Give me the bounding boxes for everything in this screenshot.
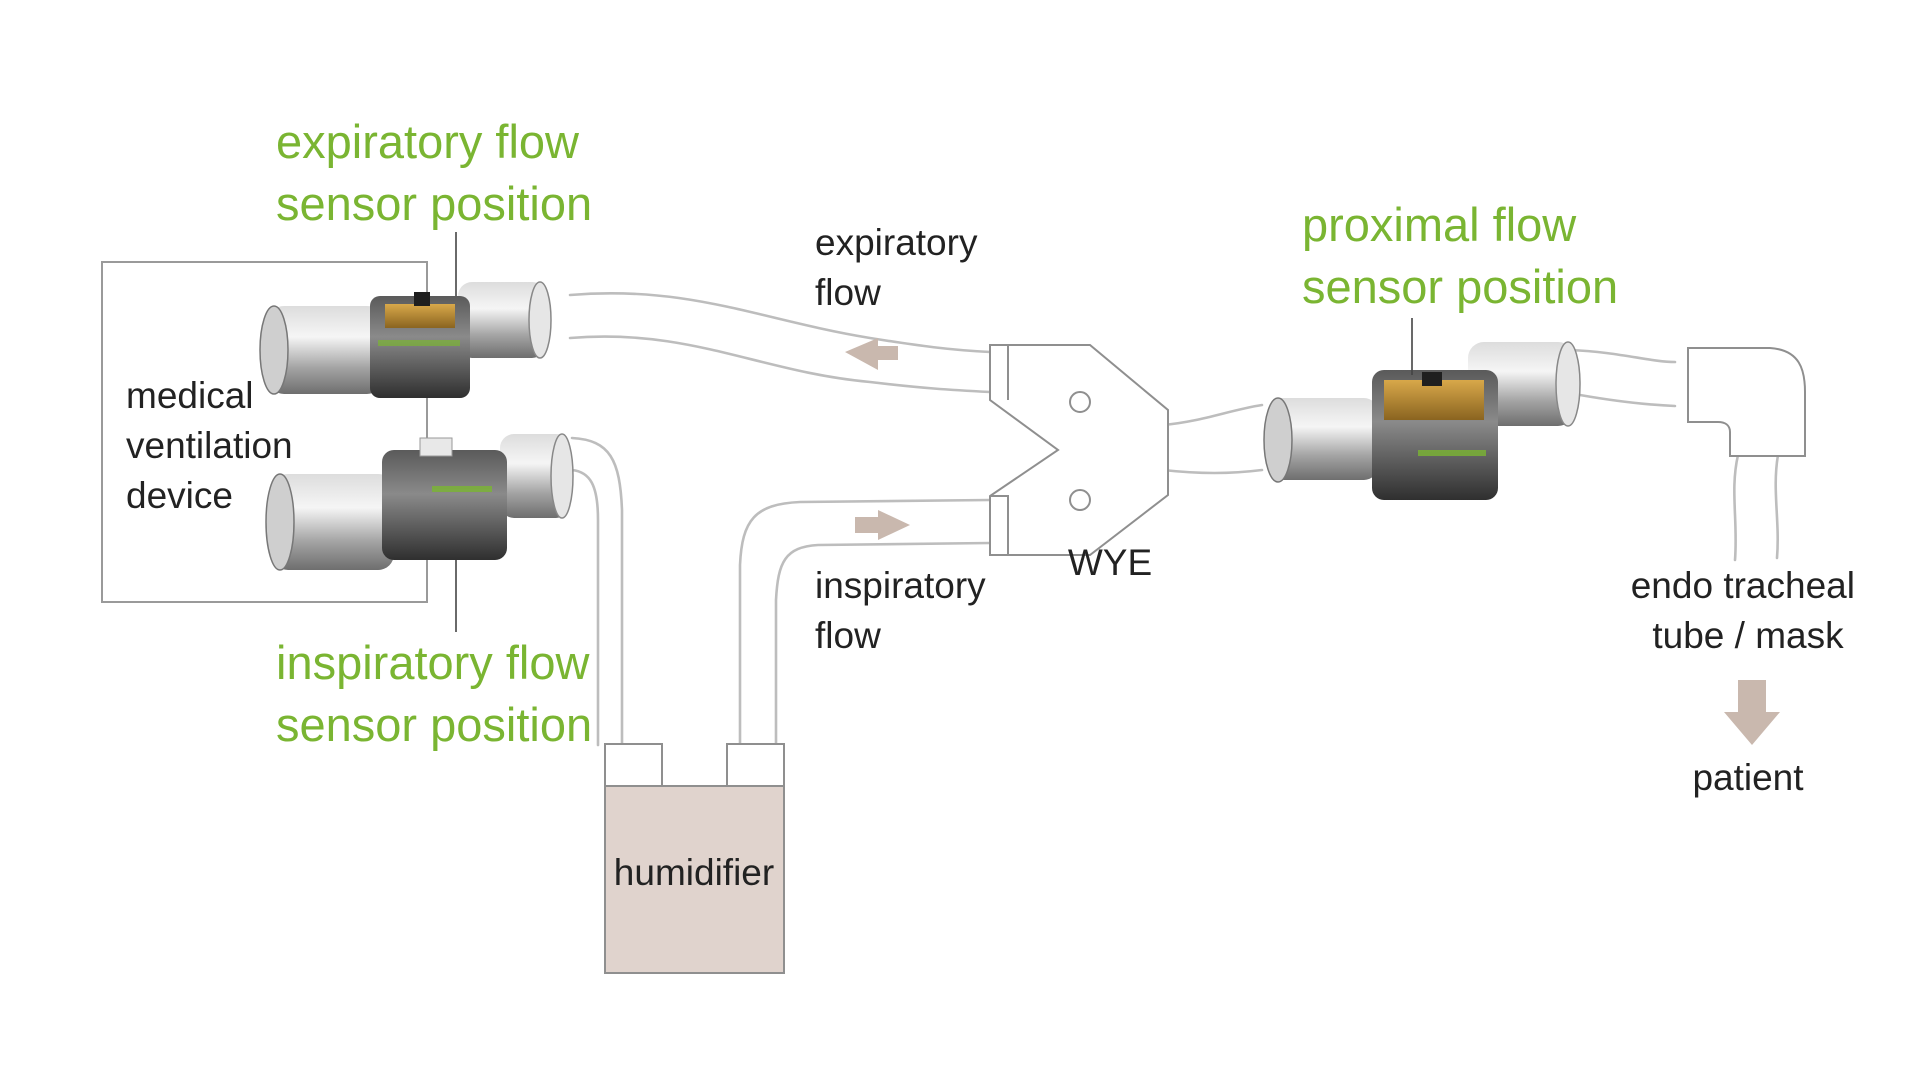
expiratory-tube <box>568 291 992 394</box>
wye-connector <box>989 344 1169 556</box>
inspiratory-flow-sensor <box>265 433 574 571</box>
humidifier-return-tube <box>570 436 624 747</box>
expiratory-flow-label: expiratory flow <box>815 222 988 313</box>
humidifier-label: humidifier <box>614 852 774 893</box>
endo-tube-label: endo tracheal tube / mask <box>1631 565 1866 656</box>
wye-label: WYE <box>1068 542 1152 583</box>
ventilation-device-box <box>101 261 428 603</box>
expiratory-flow-sensor <box>259 281 552 398</box>
inspiratory-flow-arrow <box>855 510 910 540</box>
inspiratory-sensor-heading: inspiratory flow sensor position <box>276 636 603 751</box>
inspiratory-flow-label: inspiratory flow <box>815 565 996 656</box>
proximal-flow-sensor <box>1263 341 1581 500</box>
patient-direction-arrow <box>1724 680 1780 745</box>
expiratory-sensor-heading: expiratory flow sensor position <box>276 115 592 230</box>
proximal-sensor-heading: proximal flow sensor position <box>1302 198 1618 313</box>
humidifier: humidifier <box>604 743 785 974</box>
inspiratory-tube <box>738 498 992 747</box>
patient-label: patient <box>1692 757 1804 798</box>
expiratory-flow-arrow <box>845 338 898 370</box>
device-label: medical ventilation device <box>126 375 303 516</box>
elbow-connector <box>1687 347 1806 457</box>
patient-side-tube <box>1161 348 1780 562</box>
